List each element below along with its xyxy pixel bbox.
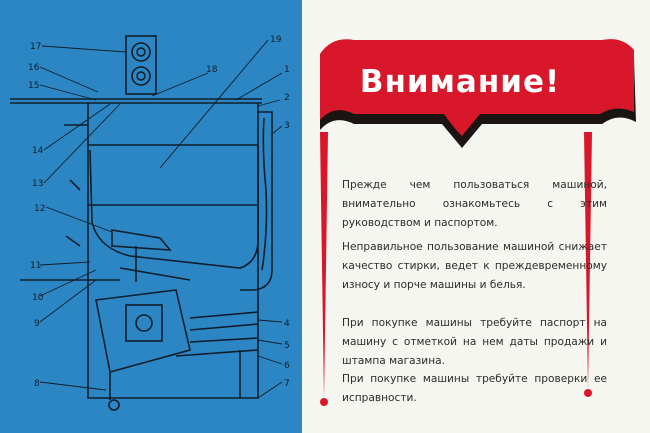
callout-18: 18	[206, 65, 218, 75]
callout-13: 13	[32, 179, 43, 189]
inner-tub	[89, 145, 259, 269]
notice-paragraph-2: Неправильное пользование машиной снижает…	[342, 241, 607, 291]
drain-pipe	[240, 111, 273, 291]
blueprint-page: 17 16 15 14 13 12 11 10 9 8 19 18 1 2 3 …	[0, 0, 302, 433]
callout-4: 4	[284, 319, 290, 329]
notice-banner-graphic	[320, 39, 636, 406]
caster-wheel	[108, 399, 120, 411]
motor-fan-top	[131, 42, 151, 62]
callout-5: 5	[284, 341, 290, 351]
callout-14: 14	[32, 146, 44, 156]
notice-paragraph-4: При покупке машины требуйте проверки ее …	[342, 373, 607, 404]
callout-8: 8	[34, 379, 40, 389]
notice-paragraph-1: Прежде чем пользоваться машиной, внимате…	[342, 179, 607, 229]
callout-2: 2	[284, 93, 290, 103]
callout-11: 11	[30, 261, 41, 271]
notice-page: Внимание! Прежде чем пользоваться машино…	[302, 0, 650, 433]
callout-1: 1	[284, 65, 290, 75]
callout-10: 10	[32, 293, 44, 303]
callout-3: 3	[284, 121, 290, 131]
notice-title: Внимание!	[359, 64, 561, 100]
callout-9: 9	[34, 319, 40, 329]
callout-12: 12	[34, 204, 45, 214]
attention-banner	[320, 39, 634, 136]
callout-16: 16	[28, 63, 40, 73]
activator	[111, 229, 172, 251]
callout-7: 7	[284, 379, 290, 389]
right-red-spike	[584, 132, 592, 390]
callout-6: 6	[284, 361, 290, 371]
tank-outline	[87, 103, 259, 399]
motor-housing	[125, 35, 157, 95]
callout-15: 15	[28, 81, 39, 91]
drive-motor	[95, 289, 191, 374]
motor-fan-bottom	[131, 66, 151, 86]
callout-19: 19	[270, 35, 282, 45]
notice-paragraph-3: При покупке машины требуйте паспорт на м…	[342, 317, 607, 367]
left-red-spike	[320, 132, 328, 400]
callout-17: 17	[30, 42, 41, 52]
washing-machine-diagram: 17 16 15 14 13 12 11 10 9 8 19 18 1 2 3 …	[10, 35, 290, 411]
